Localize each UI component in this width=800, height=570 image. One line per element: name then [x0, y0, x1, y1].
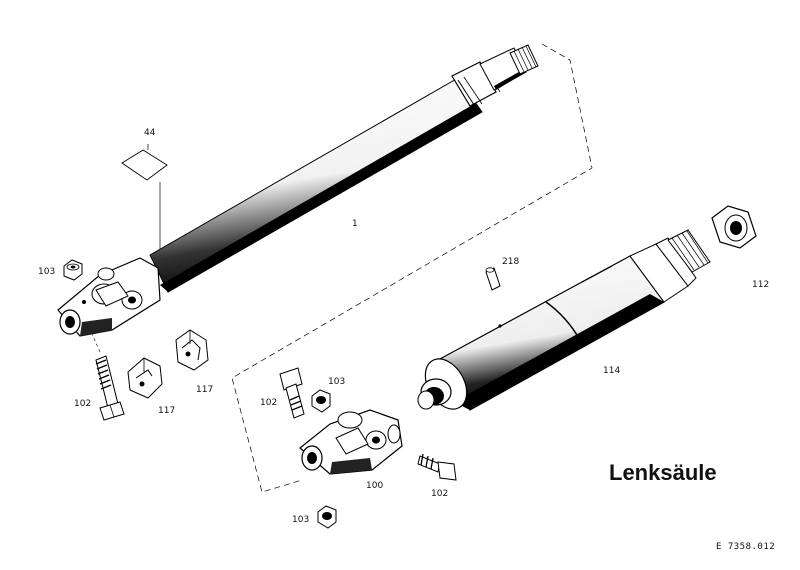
label-103-lower: 103 [292, 515, 310, 525]
part-218-pin [485, 267, 501, 291]
assembly-line-upper [231, 43, 593, 493]
part-102-bolt-middle [279, 367, 305, 419]
leader-102-upper [91, 333, 101, 353]
label-100: 100 [366, 481, 384, 491]
part-117-clip-right [175, 329, 209, 371]
part-1-steering-shaft [57, 44, 539, 337]
label-114: 114 [603, 366, 621, 376]
part-103-nut-lower [317, 505, 337, 529]
part-100-universal-joint [299, 409, 403, 475]
part-112-nut [711, 205, 757, 249]
drawing-number: E 7358.012 [716, 542, 776, 552]
label-117-left: 117 [158, 406, 176, 416]
label-102-lower: 102 [431, 489, 449, 499]
column-spline-tip [667, 229, 711, 273]
part-114-column-tube [417, 229, 711, 411]
label-103-upper: 103 [38, 267, 56, 277]
part-102-bolt-upper [95, 355, 125, 421]
label-1: 1 [352, 219, 358, 229]
label-112: 112 [752, 280, 770, 290]
part-117-clip-left [127, 357, 163, 399]
label-103-middle: 103 [328, 377, 346, 387]
part-103-nut-upper [63, 259, 83, 281]
part-102-bolt-lower [417, 453, 457, 481]
diagram-title: Lenksäule [609, 460, 717, 485]
part-44-plate [121, 149, 168, 181]
shaft-spline-tip [509, 44, 539, 75]
label-117-right: 117 [196, 385, 214, 395]
label-102-middle: 102 [260, 398, 278, 408]
label-218: 218 [502, 257, 520, 267]
part-1-universal-joint [57, 257, 161, 337]
label-44: 44 [144, 128, 156, 138]
part-103-nut-middle [311, 389, 331, 413]
label-102-upper: 102 [74, 399, 92, 409]
